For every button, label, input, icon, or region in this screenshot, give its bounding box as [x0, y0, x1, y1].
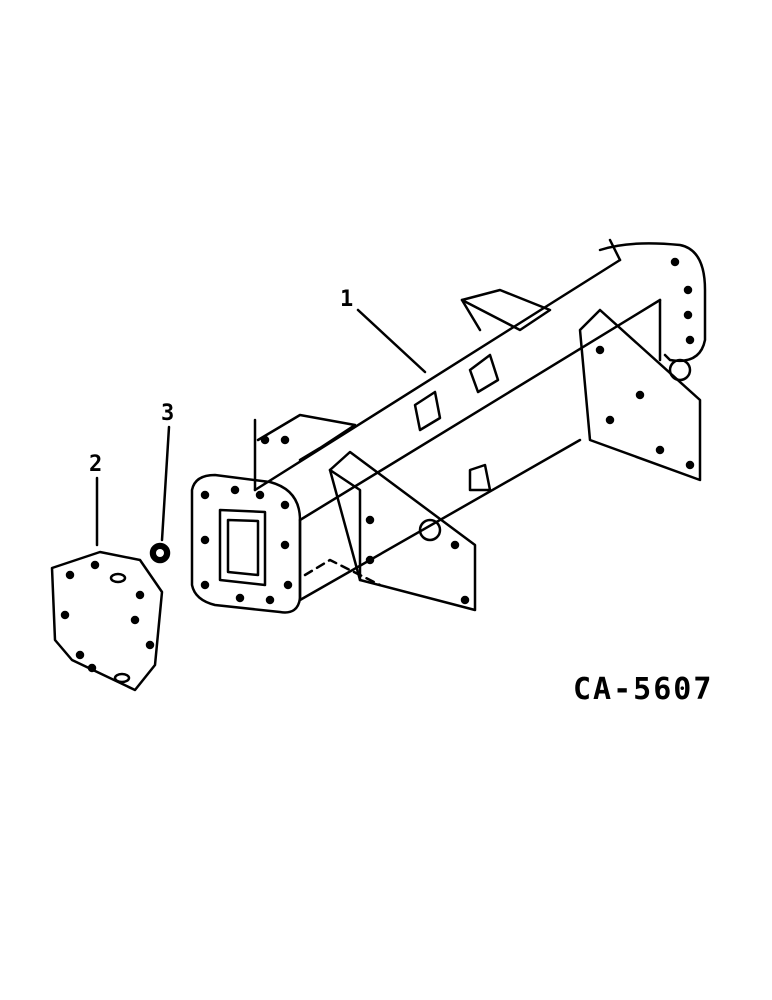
- callout-3: 3: [161, 401, 175, 426]
- nut-part-3: [149, 542, 171, 564]
- leader-line-3: [160, 425, 171, 542]
- callout-1: 1: [340, 287, 354, 312]
- figure-code: CA-5607: [573, 672, 714, 707]
- callout-2: 2: [89, 452, 103, 477]
- axle-housing-part-1: [190, 238, 707, 614]
- gasket-part-2: [50, 550, 164, 692]
- leader-line-1: [356, 308, 427, 374]
